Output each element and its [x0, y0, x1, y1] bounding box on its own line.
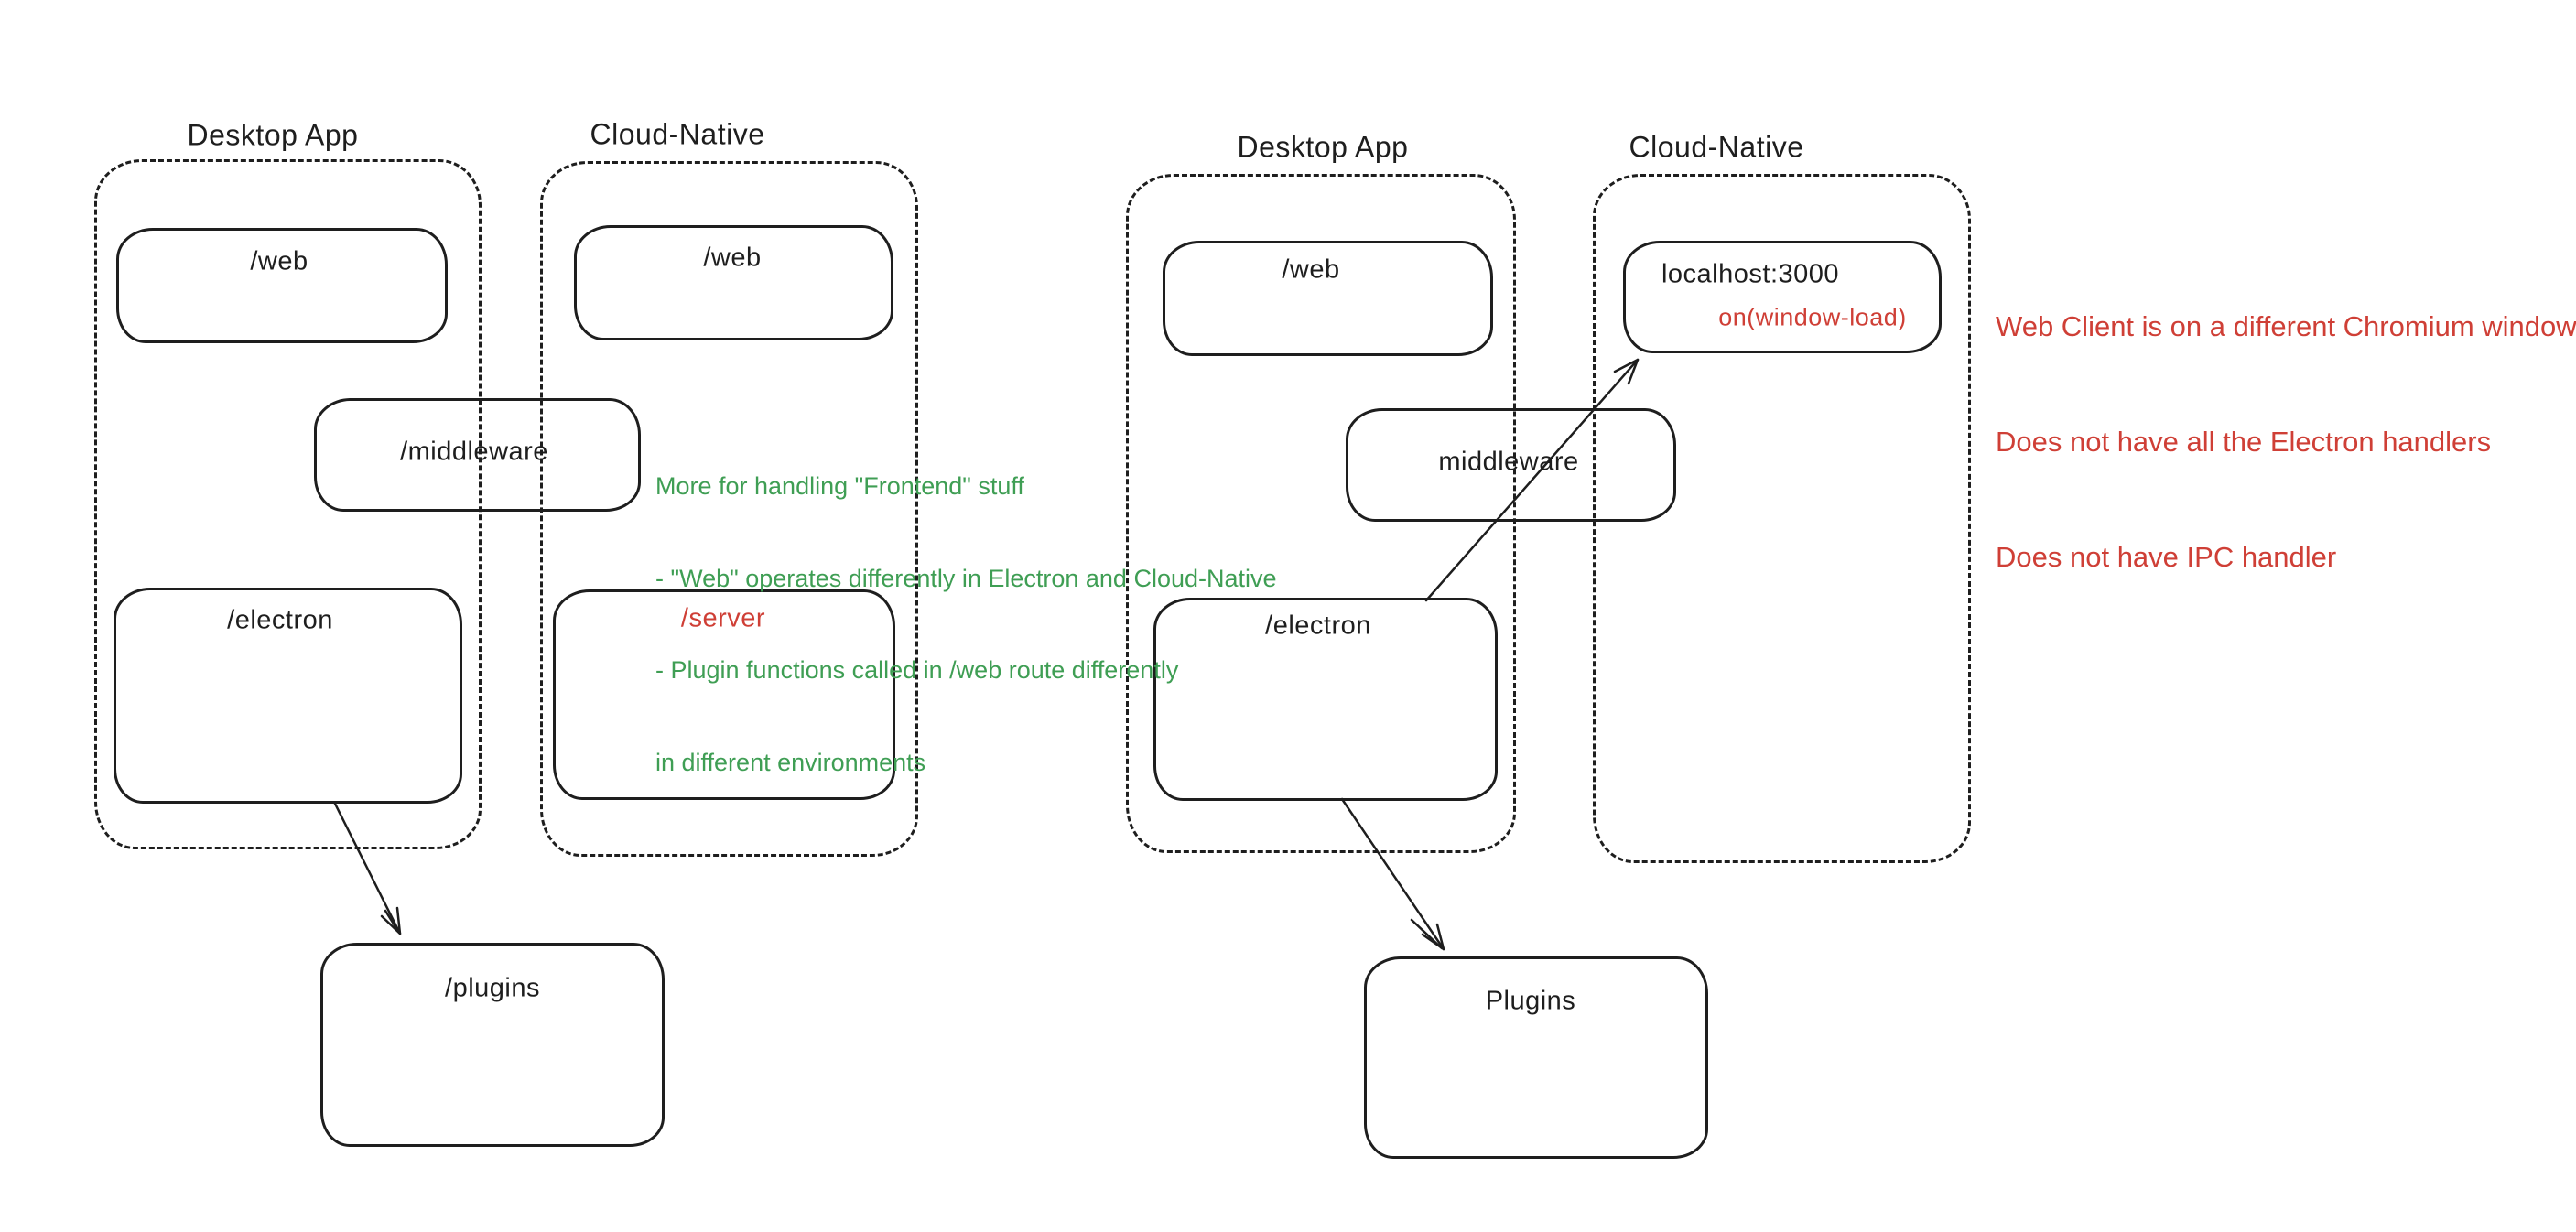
green-annotation-line: - Plugin functions called in /web route … [655, 656, 1179, 684]
left-middleware-label: /middleware [400, 437, 548, 467]
left-server-box [553, 589, 895, 800]
right-plugins-label: Plugins [1485, 986, 1576, 1016]
left-plugins-label: /plugins [445, 973, 540, 1003]
right-on-window-load-label: on(window-load) [1718, 303, 1907, 331]
right-plugins-box [1364, 956, 1708, 1159]
arrow-right-sketch-stroke [1410, 918, 1444, 950]
arrow-right-electron-to-plugins-head [1421, 923, 1445, 951]
right-middleware-label: middleware [1438, 447, 1579, 477]
red-annotation-line: Web Client is on a different Chromium wi… [1996, 310, 2576, 342]
red-annotation-line: Does not have IPC handler [1996, 541, 2337, 573]
red-annotation-line: Does not have all the Electron handlers [1996, 426, 2492, 458]
right-localhost-box [1623, 241, 1942, 353]
right-localhost-label: localhost:3000 [1661, 259, 1840, 289]
arrow-left-sketch-stroke [384, 909, 401, 935]
right-web-label: /web [1282, 254, 1340, 285]
left-server-label: /server [680, 603, 766, 633]
left-desktop-app-title: Desktop App [187, 118, 359, 152]
left-electron-label: /electron [227, 605, 333, 635]
green-annotation-line: in different environments [655, 748, 926, 776]
left-web-desktop-label: /web [250, 246, 308, 276]
green-annotation-line: More for handling "Frontend" stuff [655, 472, 1024, 500]
green-annotation-line: - "Web" operates differently in Electron… [655, 564, 1277, 592]
left-web-cloud-label: /web [703, 243, 762, 273]
left-web-cloud-box [574, 225, 893, 340]
right-electron-label: /electron [1265, 611, 1371, 641]
left-cloud-native-title: Cloud-Native [590, 117, 765, 151]
right-web-box [1163, 241, 1493, 356]
green-annotation: More for handling "Frontend" stuff - "We… [655, 410, 1277, 839]
left-desktop-app-container [94, 159, 482, 849]
arrow-left-electron-to-plugins-head [380, 906, 402, 935]
red-annotation: Web Client is on a different Chromium wi… [1996, 231, 2576, 654]
right-electron-box [1153, 598, 1498, 801]
left-middleware-box [314, 398, 641, 512]
right-middleware-box [1346, 408, 1676, 522]
right-desktop-app-title: Desktop App [1237, 130, 1409, 164]
left-plugins-box [320, 943, 665, 1147]
left-web-desktop-box [116, 228, 448, 343]
left-electron-box [114, 588, 462, 804]
right-cloud-native-title: Cloud-Native [1629, 130, 1804, 164]
